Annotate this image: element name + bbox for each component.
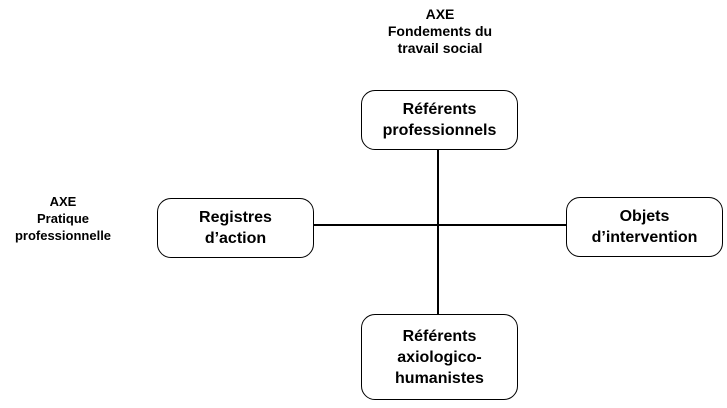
node-referents-professionnels: Référents professionnels (361, 90, 518, 150)
axis-label-line: AXE (49, 194, 77, 209)
node-label-line: professionnels (382, 122, 497, 139)
axis-label-line: Fondements du (387, 23, 493, 39)
node-label-line: humanistes (395, 369, 484, 387)
node-label-line: Référents (402, 327, 477, 345)
axis-label-line: Pratique (36, 211, 89, 226)
axis-label-pratique: AXE Pratique professionnelle (2, 193, 124, 244)
axis-label-line: professionnelle (14, 228, 112, 243)
node-referents-axiologico-humanistes: Référents axiologico- humanistes (361, 314, 518, 400)
node-label-line: d’action (204, 230, 267, 247)
vertical-axis-line (437, 148, 439, 316)
node-label-line: Registres (199, 209, 272, 226)
node-registres-action: Registres d’action (157, 198, 314, 258)
axis-label-line: AXE (425, 6, 455, 22)
node-label-line: d’intervention (591, 229, 698, 246)
axis-label-line: travail social (397, 40, 483, 56)
horizontal-axis-line (312, 224, 568, 226)
node-label-line: Référents (402, 101, 477, 118)
axis-label-fondements: AXE Fondements du travail social (360, 6, 520, 57)
node-objets-intervention: Objets d’intervention (566, 197, 723, 257)
node-label-line: Objets (619, 208, 670, 225)
node-label-line: axiologico- (397, 348, 482, 366)
